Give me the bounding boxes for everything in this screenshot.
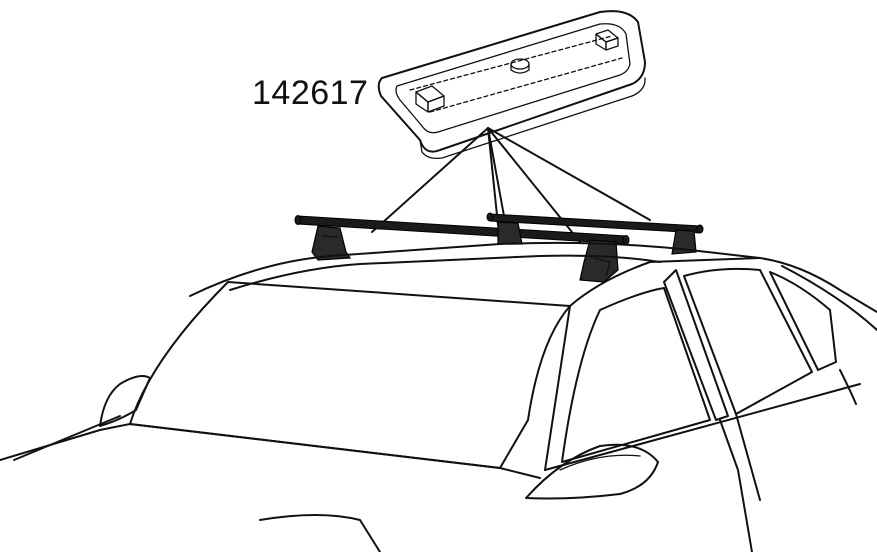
car-body (0, 241, 877, 553)
rack-feet (311, 221, 697, 283)
part-number-label: 142617 (252, 74, 369, 112)
roof-bars (294, 212, 704, 245)
fitting-kit-box (377, 10, 646, 160)
